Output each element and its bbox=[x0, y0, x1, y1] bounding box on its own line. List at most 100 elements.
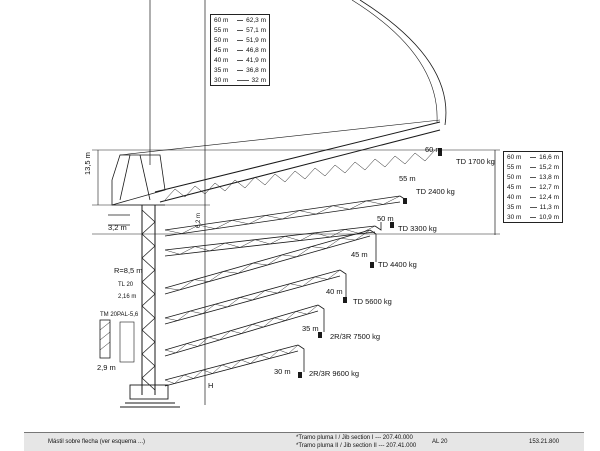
jib-length-label: 40 m bbox=[326, 287, 343, 296]
tower-base bbox=[120, 384, 180, 408]
table-cell-value: 12,7 m bbox=[539, 183, 559, 191]
table-cell-length: 55 m bbox=[507, 163, 522, 171]
table-cell-length: 60 m bbox=[507, 153, 522, 161]
table-leader bbox=[237, 19, 244, 21]
table-cell-length: 35 m bbox=[214, 66, 229, 74]
table-leader bbox=[530, 166, 537, 168]
table-row: 30 m 32 m bbox=[211, 75, 269, 85]
table-row: 45 m 46,8 m bbox=[211, 45, 269, 55]
jib-length-label: 45 m bbox=[351, 250, 368, 259]
hook-block bbox=[318, 332, 322, 338]
jib-tip bbox=[317, 304, 325, 332]
tower-type-label: TM 20PAL-5,6 bbox=[100, 312, 139, 318]
counter-jib bbox=[108, 154, 166, 226]
footer-al-label: AL 20 bbox=[432, 439, 448, 445]
jib-lattice bbox=[164, 225, 376, 255]
table-leader bbox=[530, 176, 537, 178]
ground-dim-label: 2,9 m bbox=[97, 363, 116, 372]
jib-tip bbox=[374, 222, 382, 231]
table-leader bbox=[237, 69, 244, 71]
tower-section-detail bbox=[119, 321, 135, 363]
table-cell-length: 30 m bbox=[214, 76, 229, 84]
table-row: 35 m 11,3 m bbox=[504, 202, 562, 212]
offset-6-2-label: 6,2 m bbox=[196, 212, 202, 228]
jib-length-label: 55 m bbox=[399, 174, 416, 183]
footer-jib-section-1: *Tramo pluma I / Jib section I --- 207.4… bbox=[296, 435, 413, 441]
table-row: 35 m 36,8 m bbox=[211, 65, 269, 75]
hook-block-main bbox=[438, 148, 442, 156]
radius-label: R=8,5 m bbox=[114, 266, 143, 275]
hook-block bbox=[343, 297, 347, 303]
jib-load-label: 2R/3R 9600 kg bbox=[309, 369, 360, 378]
height-h-label: H bbox=[208, 381, 214, 390]
table-cell-value: 57,1 m bbox=[246, 26, 266, 34]
main-jib-60m bbox=[119, 119, 441, 203]
height-13-5-label: 13,5 m bbox=[83, 152, 92, 175]
table-cell-value: 51,9 m bbox=[246, 36, 266, 44]
hook-block bbox=[390, 222, 394, 228]
jib-chord bbox=[164, 225, 376, 251]
jib-load-label: TD 2400 kg bbox=[416, 187, 455, 196]
jib-chord bbox=[164, 269, 341, 319]
table-row: 40 m 12,4 m bbox=[504, 192, 562, 202]
jib-chord bbox=[164, 304, 319, 351]
jib-length-label: 60 m bbox=[425, 145, 442, 154]
hook-block bbox=[403, 198, 407, 204]
jib-lattice bbox=[164, 344, 299, 384]
table-cell-length: 55 m bbox=[214, 26, 229, 34]
footer-left-note: Mástil sobre flecha (ver esquema ...) bbox=[48, 439, 146, 445]
table-cell-value: 36,8 m bbox=[246, 66, 266, 74]
tl-label: TL 20 bbox=[118, 282, 134, 288]
table-cell-length: 50 m bbox=[507, 173, 522, 181]
jib-lattice bbox=[164, 195, 401, 234]
table-leader bbox=[530, 206, 537, 208]
reference-footer: Mástil sobre flecha (ver esquema ...) *T… bbox=[24, 432, 584, 451]
jib-tip bbox=[369, 229, 377, 262]
footer-al-value: 153.21.800 bbox=[529, 439, 560, 445]
table-leader bbox=[237, 59, 244, 61]
hook-block bbox=[370, 262, 374, 268]
jib-chord bbox=[164, 344, 299, 381]
jib-lattice bbox=[164, 304, 319, 354]
table-cell-value: 12,4 m bbox=[539, 193, 559, 201]
table-cell-length: 30 m bbox=[507, 213, 522, 221]
table-cell-value: 32 m bbox=[251, 76, 266, 84]
footer-jib-section-2: *Tramo pluma II / Jib section II --- 207… bbox=[296, 443, 417, 449]
table-row: 55 m 15,2 m bbox=[504, 162, 562, 172]
table-cell-length: 45 m bbox=[214, 46, 229, 54]
table-cell-value: 10,9 m bbox=[539, 213, 559, 221]
table-cell-value: 41,9 m bbox=[246, 56, 266, 64]
table-cell-value: 46,8 m bbox=[246, 46, 266, 54]
table-cell-length: 40 m bbox=[507, 193, 522, 201]
jib-chord bbox=[164, 195, 401, 231]
table-cell-value: 13,8 m bbox=[539, 173, 559, 181]
table-leader bbox=[530, 186, 537, 188]
table-leader bbox=[530, 156, 537, 158]
table-cell-value: 16,6 m bbox=[539, 153, 559, 161]
table-row: 55 m 57,1 m bbox=[211, 25, 269, 35]
ballast-block bbox=[99, 319, 111, 359]
table-cell-length: 35 m bbox=[507, 203, 522, 211]
jib-load-label: TD 5600 kg bbox=[353, 297, 392, 306]
luffing-arc bbox=[359, 0, 447, 126]
table-leader bbox=[237, 49, 244, 51]
ballast-hatch bbox=[99, 321, 111, 351]
table-cell-length: 60 m bbox=[214, 16, 229, 24]
table-cell-value: 62,3 m bbox=[246, 16, 266, 24]
table-cell-length: 40 m bbox=[214, 56, 229, 64]
jib-load-label: TD 3300 kg bbox=[398, 224, 437, 233]
table-row: 60 m 16,6 m bbox=[504, 152, 562, 162]
table-cell-value: 11,3 m bbox=[539, 203, 559, 211]
table-leader bbox=[237, 39, 244, 41]
jib-length-label: 50 m bbox=[377, 214, 394, 223]
jib-tip bbox=[297, 344, 305, 372]
jib-length-label: 30 m bbox=[274, 367, 291, 376]
luffing-arc-inner bbox=[351, 0, 438, 123]
tl-value-label: 2,16 m bbox=[118, 294, 137, 300]
table-cell-value: 15,2 m bbox=[539, 163, 559, 171]
